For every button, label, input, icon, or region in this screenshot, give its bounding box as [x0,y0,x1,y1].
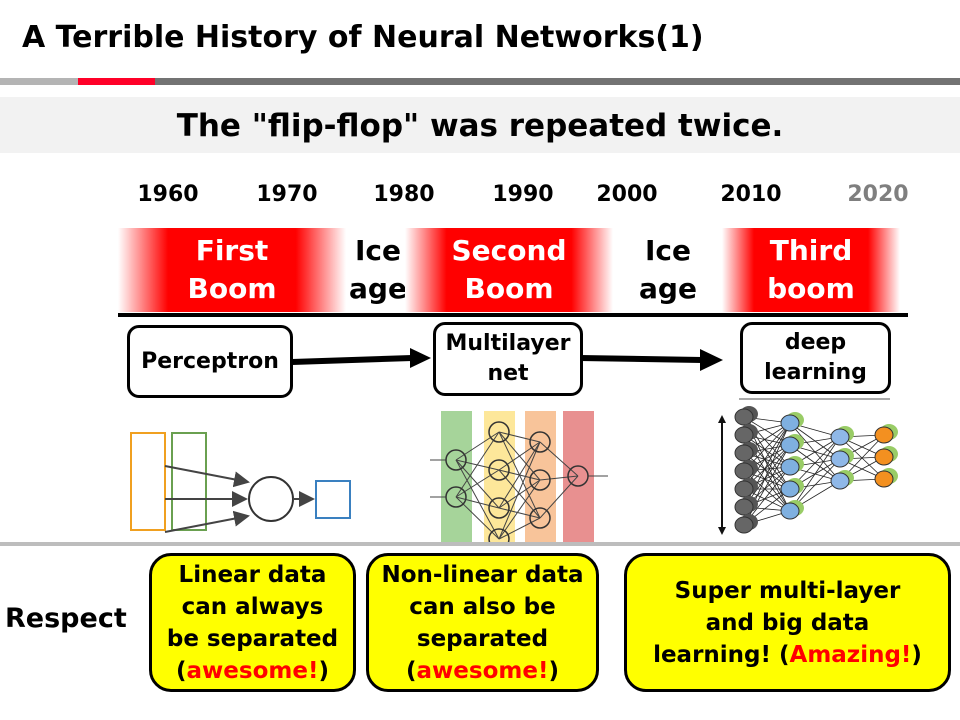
note-paren: ( [406,657,417,684]
perceptron-label: Perceptron [141,348,279,374]
arrow-right-icon [579,349,723,371]
note-highlight: awesome! [416,657,549,684]
ice-age-2-line1: Ice [644,234,691,267]
year-2000: 2000 [596,182,658,207]
deep-line1: deep [784,330,847,355]
note-line: learning! ( [653,641,790,668]
neuron [780,502,800,520]
year-1960: 1960 [137,182,199,207]
note-perceptron: Linear data can always be separated (awe… [149,553,356,692]
neuron [529,431,551,453]
first-boom-line2: Boom [187,272,277,305]
note-line: and big data [705,609,870,636]
second-boom-line1: Second [451,234,567,267]
ice-age-1-line1: Ice [354,234,401,267]
first-boom-line1: First [195,234,269,267]
deep-line2: learning [764,360,867,385]
ice-age-1: Ice age [338,232,418,308]
note-paren: ) [548,657,559,684]
perceptron-box: Perceptron [127,325,293,398]
neuron [445,486,467,508]
title-bar-gray [0,78,78,85]
neuron [734,462,754,480]
respect-label: Respect [5,603,127,634]
neuron [445,449,467,471]
neuron [488,528,510,544]
ice-age-1-line2: age [349,272,407,305]
note-line: Non-linear data [381,561,584,588]
subtitle: The "flip-flop" was repeated twice. [0,97,960,153]
neuron [734,498,754,516]
neuron [874,448,894,466]
neuron [734,408,754,426]
note-line: Linear data [178,561,327,588]
note-line: can always [181,593,324,620]
neuron [830,472,850,490]
neuron [488,459,510,481]
arrow-right-icon [291,348,431,368]
neuron [780,436,800,454]
multilayer-box: Multilayer net [433,322,583,396]
title-bar-red [78,78,155,85]
multilayer-line1: Multilayer [445,331,571,356]
deep-learning-box: deep learning [740,322,891,394]
neuron [780,480,800,498]
note-deep-learning: Super multi-layer and big data learning!… [624,553,951,692]
note-paren: ) [318,657,329,684]
note-paren: ( [176,657,187,684]
neuron [734,444,754,462]
year-1990: 1990 [492,182,554,207]
neuron [874,426,894,444]
year-1970: 1970 [256,182,318,207]
year-2010: 2010 [720,182,782,207]
multilayer-diagram [430,411,608,544]
note-line: be separated [166,625,339,652]
note-multilayer: Non-linear data can also be separated (a… [366,553,599,692]
third-boom-line1: Third [769,234,853,267]
neuron [734,516,754,534]
neuron [734,480,754,498]
title-bar-dark [155,78,960,85]
neuron [734,426,754,444]
note-line: Super multi-layer [674,577,901,604]
neuron [780,414,800,432]
slide-title: A Terrible History of Neural Networks(1) [22,20,704,55]
neuron [830,450,850,468]
neuron [488,421,510,443]
neuron [780,458,800,476]
timeline-divider [118,313,908,317]
neuron [567,465,589,487]
third-boom-line2: boom [767,272,855,305]
second-boom-line2: Boom [464,272,554,305]
note-line: separated [416,625,549,652]
deep-learning-diagram [718,398,898,535]
year-2020: 2020 [847,182,909,207]
neuron [488,497,510,519]
ice-age-2-line2: age [639,272,697,305]
neuron [874,470,894,488]
note-paren: ) [911,641,922,668]
section-divider [0,542,960,546]
multilayer-line2: net [487,361,529,386]
neuron [529,507,551,529]
year-1980: 1980 [373,182,435,207]
note-highlight: Amazing! [789,641,912,668]
note-line: can also be [409,593,556,620]
perceptron-diagram [130,432,351,533]
neuron [529,469,551,491]
third-boom-band: Third boom [722,228,900,312]
note-highlight: awesome! [186,657,319,684]
ice-age-2: Ice age [628,232,708,308]
neuron [830,428,850,446]
